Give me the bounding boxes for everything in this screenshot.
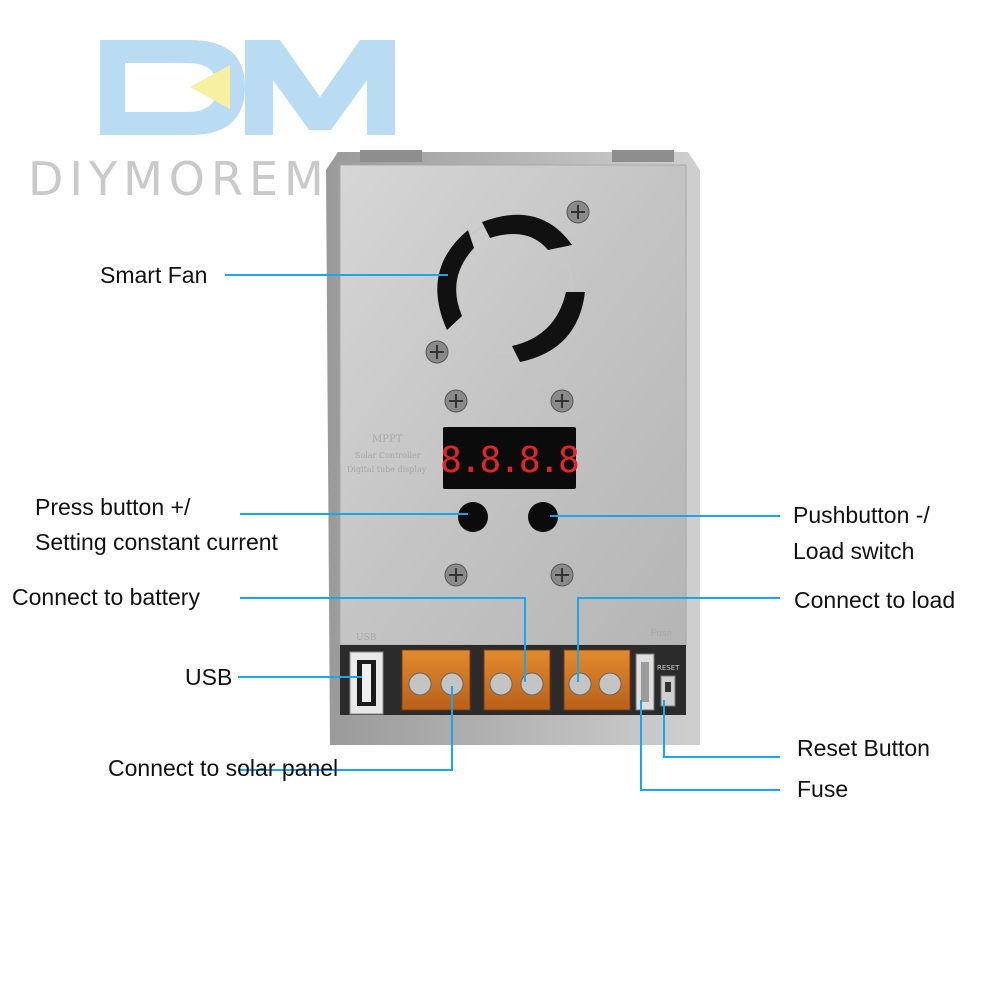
leader-reset xyxy=(663,700,780,758)
enclosure-face xyxy=(339,164,687,646)
terminal-load xyxy=(563,649,631,711)
reset-print: RESET xyxy=(657,664,680,672)
leader-battery xyxy=(240,597,526,682)
reset-switch: RESET xyxy=(657,664,680,707)
usb-print: USB xyxy=(356,633,377,643)
logo-letter-d xyxy=(100,40,245,135)
label-usb: USB xyxy=(185,664,233,690)
label-press-button-line1: Press button +/ xyxy=(35,494,191,520)
leader-load xyxy=(577,597,780,682)
brand-logo xyxy=(100,40,395,135)
fan-screws xyxy=(425,200,590,364)
top-tab-right xyxy=(612,150,674,162)
label-connect-battery: Connect to battery xyxy=(12,584,200,610)
leader-fuse xyxy=(640,700,780,791)
terminal-solar xyxy=(401,649,471,711)
display-screws xyxy=(444,389,574,587)
fuse-print: Fuse xyxy=(650,629,672,639)
label-connect-solar: Connect to solar panel xyxy=(108,755,339,781)
button-minus[interactable] xyxy=(528,502,558,532)
label-fuse: Fuse xyxy=(797,776,849,802)
label-smart-fan: Smart Fan xyxy=(100,262,208,288)
logo-accent-triangle xyxy=(190,65,230,109)
panel-text-controller: Solar Controller xyxy=(355,451,421,460)
button-plus[interactable] xyxy=(458,502,488,532)
top-tab-left xyxy=(360,150,422,162)
usb-port xyxy=(349,651,384,715)
label-pushbutton-line1: Pushbutton -/ xyxy=(793,502,930,528)
label-pushbutton-line2: Load switch xyxy=(793,538,915,564)
led-display xyxy=(443,427,576,489)
label-press-button-line2: Setting constant current xyxy=(35,529,278,555)
fan-slot-left xyxy=(437,230,474,330)
fan-slot-bottom xyxy=(512,292,585,362)
logo-letter-m xyxy=(245,40,395,135)
fuse-holder xyxy=(635,653,655,711)
panel-text-mppt: MPPT xyxy=(372,434,403,445)
panel-text-display: Digital tube display xyxy=(347,465,427,474)
fan-slot-top xyxy=(482,214,572,250)
terminal-battery xyxy=(483,649,551,711)
smart-fan xyxy=(437,214,585,362)
label-reset-button: Reset Button xyxy=(797,735,930,761)
label-connect-load: Connect to load xyxy=(794,587,956,613)
led-digits: 8.8.8.8 xyxy=(440,440,578,481)
leader-solar xyxy=(240,686,453,771)
